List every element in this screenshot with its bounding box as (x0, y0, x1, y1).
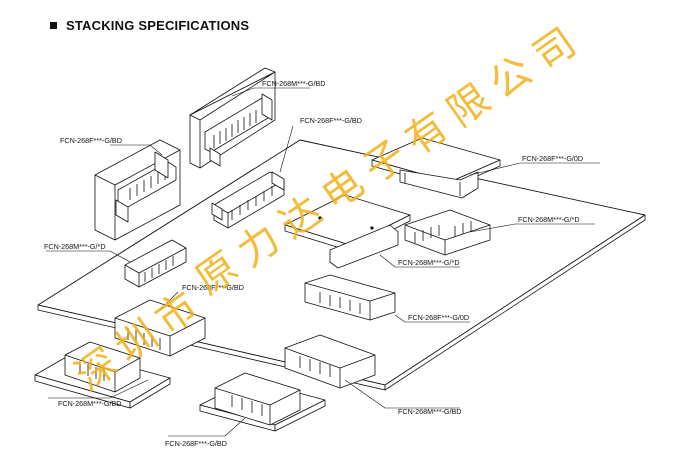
watermark-char: 司 (525, 20, 584, 81)
watermark-char: 公 (481, 48, 540, 109)
connector-f-bd-mid (211, 171, 285, 229)
connector-m-gd-left (124, 239, 187, 288)
connector-f-0d-top-right (371, 137, 501, 199)
connector-f-bd-bottom (199, 372, 326, 432)
label-fcn-268f-0d-top-right: FCN-268F***-G/0D (522, 154, 583, 163)
bullet-square-icon (50, 22, 57, 29)
connector-f-bd-front (114, 299, 206, 357)
connector-m-bd-front-left (34, 341, 171, 409)
label-fcn-268f-bd-bottom: FCN-268F***-G/BD (165, 439, 227, 448)
part-labels: FCN-268M***-G/BD FCN-268F***-G/BD FCN-26… (44, 79, 583, 448)
connector-f-0d-center (304, 274, 396, 321)
heading-text: STACKING SPECIFICATIONS (66, 18, 250, 33)
label-fcn-268m-gd-right: FCN-268M***-G/*D (518, 215, 580, 224)
label-fcn-268m-bd-top: FCN-268M***-G/BD (262, 79, 326, 88)
connector-m-gd-right (404, 209, 491, 256)
watermark-char: 限 (439, 76, 498, 137)
label-fcn-268f-bd-mid: FCN-268F***-G/BD (300, 116, 362, 125)
label-fcn-268m-gd-left: FCN-268M***-G/*D (44, 242, 106, 251)
connector-f-bd-left (94, 139, 181, 241)
connector-m-gd-mid (284, 194, 411, 269)
label-fcn-268f-bd-front: FCN-268F***-G/BD (182, 283, 244, 292)
label-fcn-268m-gd-mid: FCN-268M***-G/*D (398, 258, 460, 267)
label-fcn-268m-bd-front-left: FCN-268M***-G/BD (58, 399, 122, 408)
label-fcn-268f-bd-left: FCN-268F***-G/BD (60, 136, 122, 145)
connector-m-bd-front-right (284, 334, 376, 389)
label-fcn-268m-bd-front-right: FCN-268M***-G/BD (398, 407, 462, 416)
label-fcn-268f-0d-center: FCN-268F***-G/0D (408, 313, 469, 322)
section-heading: STACKING SPECIFICATIONS (50, 18, 249, 33)
leader-lines (46, 87, 600, 437)
